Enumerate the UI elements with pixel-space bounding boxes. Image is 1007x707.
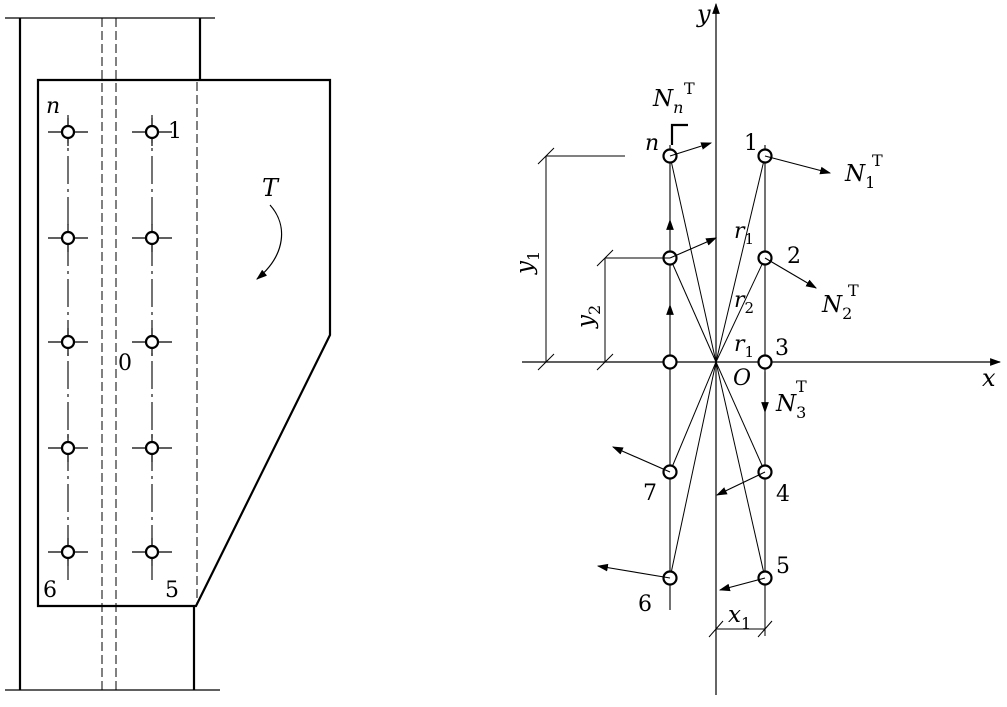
- force-label-n1: N1 T: [844, 151, 883, 192]
- bolt-label-1: 1: [168, 119, 182, 144]
- origin-label: O: [733, 366, 751, 391]
- dimension-label-x1: x1: [728, 602, 751, 633]
- bolt: [48, 328, 88, 356]
- bolt: [132, 328, 172, 356]
- bolt: [662, 354, 678, 370]
- bolt-label-6: 6: [43, 578, 57, 603]
- gusset-plate: [36, 78, 332, 608]
- moment-arrow: [256, 204, 283, 280]
- bolt-label-n: n: [46, 94, 60, 119]
- radius-line: [715, 361, 766, 579]
- force-label-nn: Nn T: [652, 79, 695, 117]
- bolt-label-3-right: 3: [775, 336, 789, 361]
- bolt-label-7-right: 7: [643, 481, 657, 506]
- force-arrow-5: [718, 577, 766, 592]
- bolt-label-1-right: 1: [744, 131, 758, 156]
- radius-line: [715, 155, 766, 363]
- bolt-label-5: 5: [165, 578, 179, 603]
- dimension-y2: [596, 249, 670, 371]
- radius-line: [669, 155, 717, 363]
- bolt: [48, 224, 88, 252]
- radius-label-r2: r2: [734, 288, 754, 317]
- force-arrow-1: [764, 155, 832, 175]
- bolt-label-5-right: 5: [776, 554, 790, 579]
- radius-label-r1-mid: r1: [734, 332, 754, 361]
- bolt-label-6-right: 6: [638, 592, 652, 617]
- bolt: [132, 118, 172, 146]
- radius-line: [669, 361, 717, 579]
- left-view: n 1 0 6 5 T: [5, 17, 332, 691]
- svg-text:N1: N1: [844, 161, 875, 192]
- bolt: [48, 118, 88, 146]
- radius-label-r1-top: r1: [734, 219, 754, 248]
- force-arrow-6: [596, 563, 671, 579]
- force-label-n2: N2 T: [821, 281, 859, 323]
- x-axis-label: x: [982, 364, 996, 392]
- svg-text:T: T: [872, 151, 883, 170]
- bolt-label-n-right: n: [645, 131, 659, 156]
- bolt: [757, 354, 773, 370]
- dimension-y1: [537, 147, 625, 371]
- bolt: [48, 434, 88, 462]
- bolt-line-centerlines: [67, 115, 153, 580]
- force-arrow-upper-left: [669, 237, 718, 259]
- y-axis-label: y: [696, 0, 711, 28]
- centroid-label-0: 0: [118, 351, 132, 376]
- right-view: y x O n: [512, 0, 1002, 695]
- svg-text:T: T: [848, 281, 859, 300]
- bolt: [48, 538, 88, 566]
- force-arrows: [596, 142, 832, 592]
- bolt: [132, 434, 172, 462]
- force-arrow-4: [716, 471, 766, 496]
- force-arrow-2: [764, 257, 817, 289]
- force-label-n3: N3 T: [775, 377, 807, 422]
- svg-text:Nn: Nn: [652, 86, 683, 117]
- svg-text:N2: N2: [821, 292, 852, 323]
- radius-line: [669, 361, 717, 473]
- moment-label-t: T: [262, 174, 280, 202]
- dimension-x1: [708, 588, 773, 638]
- radius-lines: [669, 155, 766, 579]
- radius-line: [715, 257, 766, 363]
- svg-text:T: T: [796, 377, 807, 396]
- column-web-hidden-lines: [101, 18, 198, 690]
- radius-line: [715, 361, 766, 473]
- bolt-n-bracket: [670, 123, 688, 145]
- dimension-label-y1: y1: [512, 251, 543, 275]
- force-arrow-7: [611, 446, 671, 473]
- bolt-label-4-right: 4: [776, 482, 790, 507]
- force-arrow-n: [669, 142, 713, 157]
- svg-text:T: T: [684, 79, 695, 98]
- bolt: [132, 224, 172, 252]
- svg-text:N3: N3: [775, 391, 806, 422]
- left-bolts: [48, 118, 172, 566]
- bolt: [132, 538, 172, 566]
- dimension-label-y2: y2: [573, 305, 604, 329]
- radius-line: [669, 257, 717, 363]
- column-outline: [5, 17, 220, 691]
- bolt-label-2-right: 2: [787, 244, 801, 269]
